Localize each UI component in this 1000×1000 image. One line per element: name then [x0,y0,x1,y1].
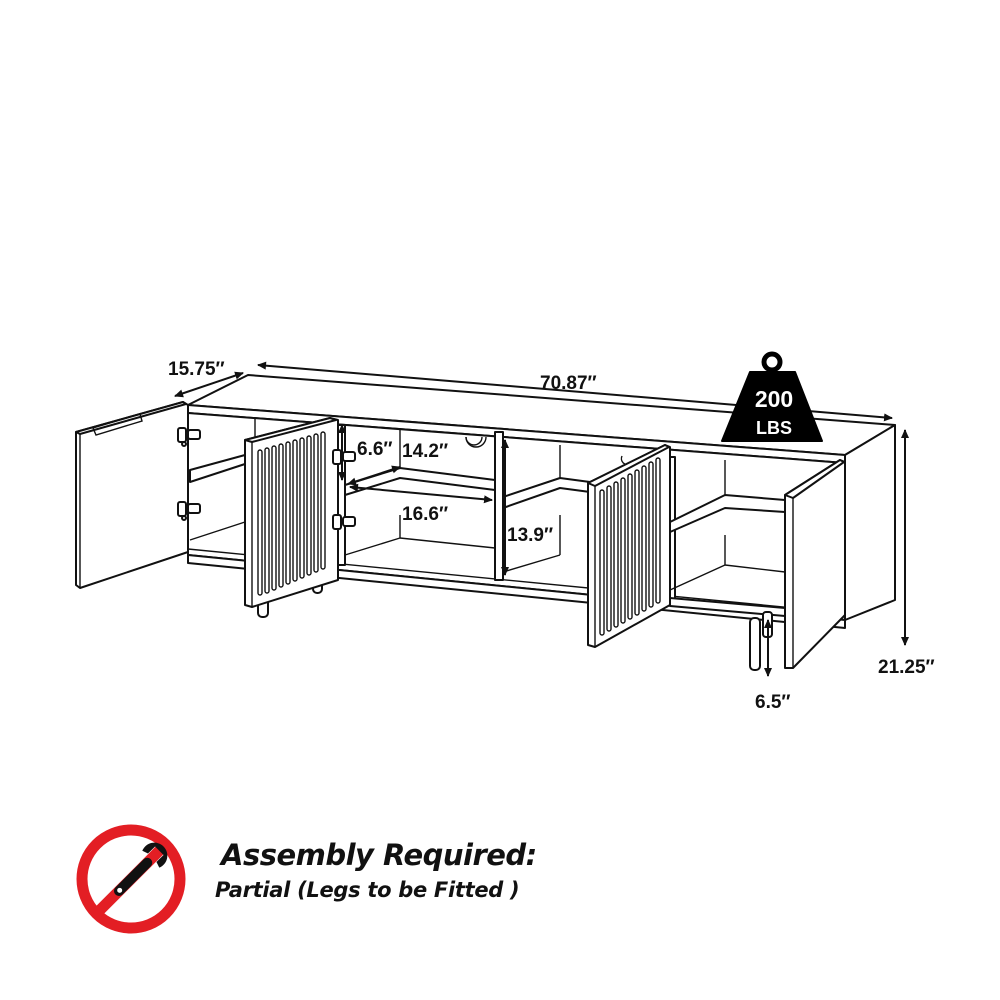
dimension-compartment-width: 16.6″ [349,483,493,525]
cabinet-body [187,374,896,629]
left-door-open [75,401,189,589]
compartment-width-label: 16.6″ [402,504,448,525]
wrench-icon [113,842,168,897]
height-label: 21.25″ [878,657,935,678]
weight-unit: LBS [756,418,792,438]
shelf-depth-label: 14.2″ [402,441,448,462]
dimension-depth: 15.75″ [168,359,244,398]
left-slatted-door [244,417,339,608]
hinges-left [177,427,201,521]
width-label: 70.87″ [540,373,597,394]
dimension-compartment-height: 13.9″ [501,439,553,576]
dimension-shelf-height: 6.6″ [338,424,393,481]
weight-value: 200 [755,386,793,412]
compartment-height-label: 13.9″ [507,525,553,546]
dimension-leg-height: 6.5″ [755,619,791,713]
right-slatted-door [587,444,671,648]
right-door-open [784,459,846,669]
weight-capacity-badge: 200 LBS [721,351,823,442]
assembly-subtitle: Partial (Legs to be Fitted ) [215,878,520,902]
assembly-info: Assembly Required: Partial (Legs to be F… [215,838,537,902]
leg-height-label: 6.5″ [755,692,791,713]
dimension-shelf-depth: 14.2″ [347,441,448,486]
no-tools-icon [76,824,186,934]
dimension-height: 21.25″ [878,429,935,678]
assembly-title: Assembly Required: [221,838,537,872]
depth-label: 15.75″ [168,359,225,380]
shelf-height-label: 6.6″ [357,439,393,460]
